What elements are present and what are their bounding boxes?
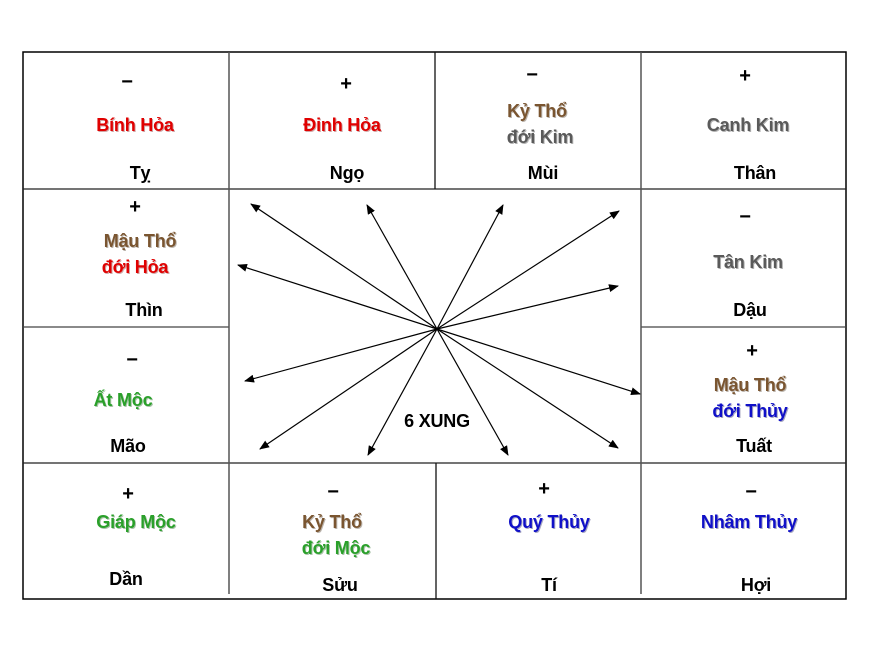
cell-suu-sign: − [327, 481, 339, 503]
arrow-icon [259, 328, 438, 450]
cell-mui-stem2: đới Kim [506, 127, 574, 147]
clash-arrows [237, 203, 641, 456]
arrow-icon [436, 328, 619, 449]
cell-dan-sign: + [122, 483, 134, 505]
cell-thin-stem2: đới Hỏa [101, 257, 169, 277]
cell-mao-sign: − [126, 349, 138, 371]
arrow-icon [250, 203, 438, 330]
cell-dau-sign: − [739, 206, 751, 228]
cell-dau-stem: Tân Kim [713, 252, 783, 272]
arrow-icon [244, 328, 438, 383]
arrow-icon [436, 204, 504, 330]
cell-ngo-stem: Đinh Hỏa [303, 115, 381, 135]
cell-suu-branch: Sửu [322, 575, 358, 595]
cell-ty-stem: Bính Hỏa [96, 115, 174, 135]
cell-mui-stem: Kỷ Thổ [507, 101, 567, 121]
cell-than-sign: + [739, 65, 751, 87]
arrow-icon [366, 204, 438, 330]
cell-than-stem: Canh Kim [706, 115, 790, 135]
arrow-icon [436, 284, 619, 330]
cell-ti-stem: Quý Thủy [508, 512, 590, 532]
cell-mui-branch: Mùi [527, 163, 559, 183]
cell-dan-stem: Giáp Mộc [96, 512, 176, 532]
cell-dau-branch: Dậu [733, 300, 767, 320]
cell-mui-sign: − [526, 64, 538, 86]
cell-ngo-sign: + [340, 73, 352, 95]
cell-suu-stem2: đới Mộc [301, 538, 371, 558]
cell-ty-sign: − [121, 71, 133, 93]
cell-tuat-stem2: đới Thủy [712, 401, 788, 421]
cell-thin-sign: + [129, 196, 141, 218]
cell-tuat-stem: Mậu Thổ [713, 375, 787, 395]
cell-hoi-sign: − [745, 481, 757, 503]
arrow-icon [436, 328, 509, 456]
cell-hoi-stem: Nhâm Thủy [700, 512, 798, 532]
cell-ti-sign: + [538, 478, 550, 500]
cell-than-branch: Thân [733, 163, 777, 183]
cell-mao-stem: Ất Mộc [93, 390, 153, 410]
cell-mao-branch: Mão [110, 436, 146, 456]
cell-tuat-branch: Tuất [736, 436, 772, 456]
cell-suu-stem: Kỷ Thổ [302, 512, 362, 532]
cell-ngo-branch: Ngọ [329, 163, 365, 183]
cell-dan-branch: Dần [109, 569, 143, 589]
arrow-icon [436, 210, 620, 330]
cell-ty-branch: Tỵ [129, 163, 151, 183]
arrow-icon [436, 328, 641, 396]
arrow-icon [237, 263, 438, 330]
cell-tuat-sign: + [746, 340, 758, 362]
cell-thin-stem: Mậu Thổ [103, 231, 177, 251]
arrow-icon [367, 328, 438, 456]
center-label: 6 XUNG [404, 411, 470, 431]
cell-thin-branch: Thìn [125, 300, 163, 320]
cell-ti-branch: Tí [541, 575, 557, 595]
cell-hoi-branch: Hợi [740, 575, 772, 595]
